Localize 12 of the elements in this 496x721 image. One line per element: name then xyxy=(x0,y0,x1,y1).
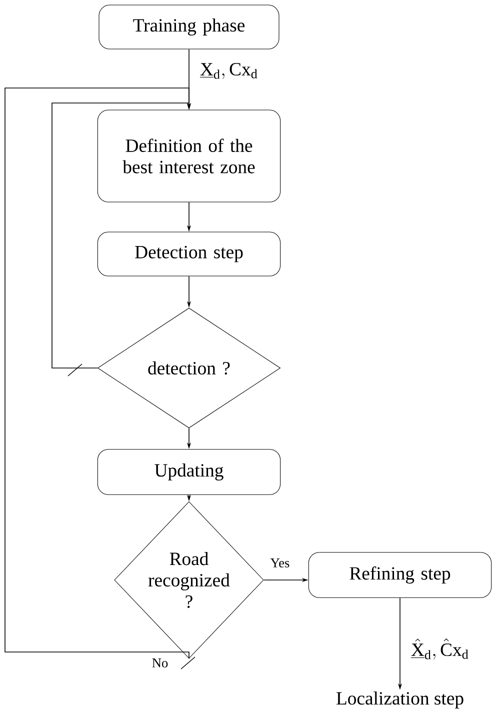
arrow xyxy=(4,88,192,660)
process-box: Updating xyxy=(97,449,281,495)
process-box: Detection step xyxy=(97,232,281,276)
process-box: Training phase xyxy=(98,4,280,50)
edge-label: No xyxy=(150,657,170,669)
arrow xyxy=(52,102,192,368)
process-box: Definition of the best interest zone xyxy=(97,110,281,202)
edge-label: $\underline{\hat{\mathrm{X}}}_{\mathrm{d}}, \hat{\mathrm{C}}\mathrm{x}_{\mathrm{d}}$ xyxy=(410,637,470,661)
output-label: Localization step xyxy=(336,692,464,708)
edge-label: $\underline{\mathrm{X}}_{\mathrm{d}}, \mathrm{Cx}_{\mathrm{d}}$ xyxy=(198,62,260,80)
edge-label: Yes xyxy=(268,557,292,569)
process-box: Refining step xyxy=(308,552,492,598)
